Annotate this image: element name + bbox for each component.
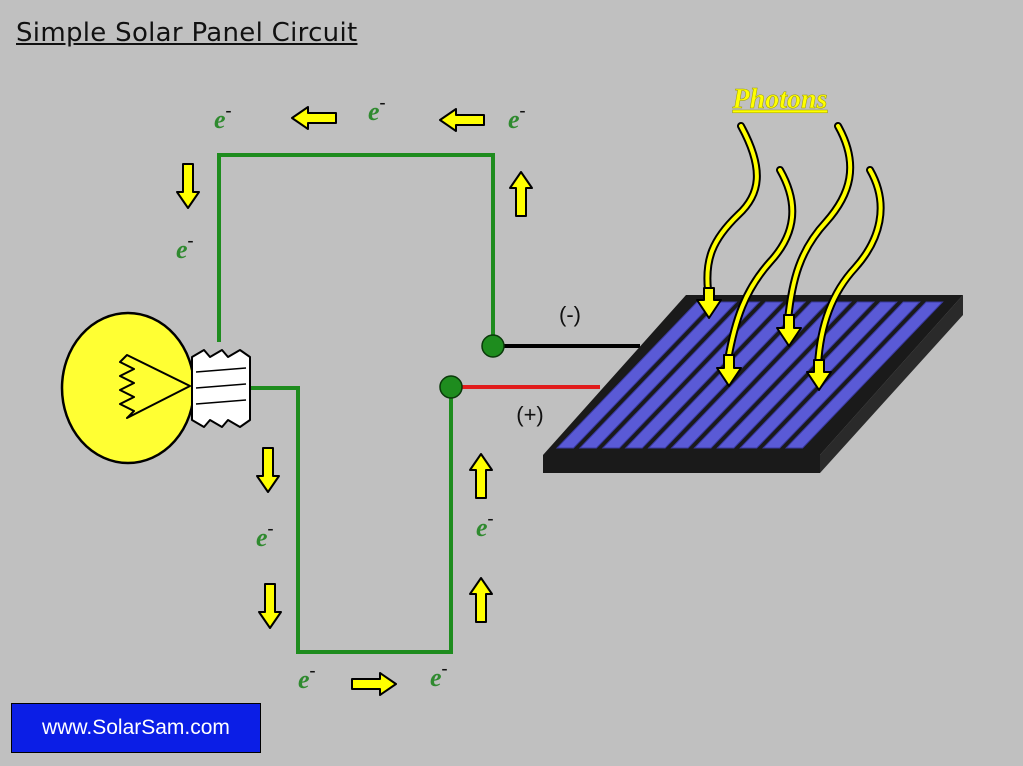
arrow-down-2 xyxy=(256,447,280,493)
bulb-filament xyxy=(119,354,191,419)
electron-label: e- xyxy=(298,660,316,694)
electron-label: e- xyxy=(214,100,232,134)
panel-side-right xyxy=(820,295,963,473)
electron-label: e- xyxy=(508,100,526,134)
panel-cells xyxy=(555,301,944,449)
positive-terminal xyxy=(439,375,463,399)
panel-cell xyxy=(578,301,738,449)
positive-terminal-label: (+) xyxy=(516,402,544,427)
panel-side xyxy=(543,455,820,473)
upper-wire xyxy=(217,153,495,343)
arrow-down-1 xyxy=(176,163,200,209)
solar-panel xyxy=(543,295,963,473)
arrow-up-3 xyxy=(469,577,493,623)
electron-label: e- xyxy=(430,658,448,692)
electron-label: e- xyxy=(176,230,194,264)
arrow-left-1 xyxy=(291,106,337,130)
electron-label: e- xyxy=(368,92,386,126)
panel-cell xyxy=(624,301,784,449)
photons-label: Photons xyxy=(732,84,828,115)
electron-label: e- xyxy=(476,508,494,542)
arrow-up-2 xyxy=(469,453,493,499)
arrow-down-3 xyxy=(258,583,282,629)
electron-label: e- xyxy=(256,518,274,552)
negative-terminal-label: (-) xyxy=(559,302,581,327)
lower-wire xyxy=(250,385,453,654)
page-title: Simple Solar Panel Circuit xyxy=(16,18,358,48)
light-bulb xyxy=(60,311,251,465)
negative-terminal xyxy=(481,334,505,358)
panel-cell xyxy=(716,301,876,449)
panel-cell xyxy=(784,301,944,449)
arrow-left-2 xyxy=(439,108,485,132)
arrow-up-1 xyxy=(509,171,533,217)
website-footer[interactable]: www.SolarSam.com xyxy=(11,703,261,753)
panel-cell xyxy=(601,301,761,449)
photon-arrowheads xyxy=(696,287,832,391)
panel-cell xyxy=(693,301,853,449)
bulb-base xyxy=(191,349,251,428)
photon-rays-fill xyxy=(705,124,883,367)
panel-cell xyxy=(762,301,921,449)
arrow-right-1 xyxy=(351,672,397,696)
